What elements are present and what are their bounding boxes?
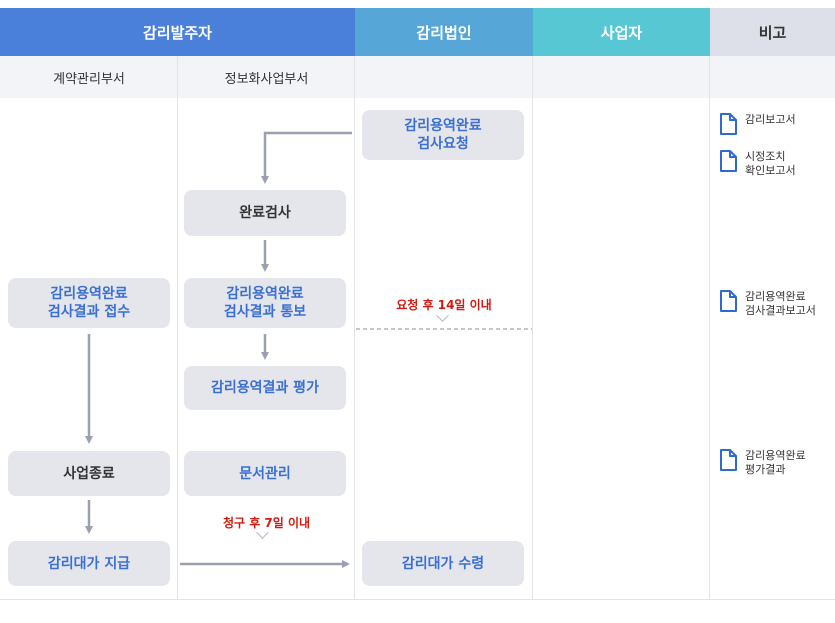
header-remarks: 비고	[710, 8, 835, 56]
document-icon	[720, 290, 737, 312]
remark-label: 감리용역완료 검사결과보고서	[745, 290, 816, 317]
box-fee-payment: 감리대가 지급	[8, 541, 170, 586]
box-result-evaluate: 감리용역결과 평가	[184, 366, 346, 410]
document-icon	[720, 150, 737, 172]
box-inspection-request: 감리용역완료 검사요청	[362, 110, 524, 160]
note-within-7-days: 청구 후 7일 이내	[222, 516, 311, 530]
subheader-remarks-blank	[710, 56, 835, 98]
document-icon	[720, 449, 737, 471]
box-completion-inspection: 완료검사	[184, 190, 346, 236]
box-project-close: 사업종료	[8, 451, 170, 496]
remark-label: 감리용역완료 평가결과	[745, 449, 806, 476]
header-firm: 감리법인	[355, 8, 533, 56]
header-operator: 사업자	[533, 8, 710, 56]
column-divider	[532, 56, 533, 599]
header-orderer: 감리발주자	[0, 8, 355, 56]
note-within-14-days: 요청 후 14일 이내	[396, 298, 492, 312]
remark-audit-report: 감리보고서	[719, 113, 796, 135]
remark-corrective-report: 시정조치 확인보고서	[719, 150, 796, 178]
subheader-operator-blank	[533, 56, 710, 98]
box-result-notify: 감리용역완료 검사결과 통보	[184, 278, 346, 328]
remark-label: 시정조치 확인보고서	[745, 150, 796, 177]
box-result-receive: 감리용역완료 검사결과 접수	[8, 278, 170, 328]
column-divider	[709, 56, 710, 599]
remark-evaluation-result: 감리용역완료 평가결과	[719, 449, 806, 477]
subheader-info-dept: 정보화사업부서	[178, 56, 355, 98]
subheader-contract-dept: 계약관리부서	[0, 56, 178, 98]
column-divider	[177, 56, 178, 599]
remark-inspection-result-report: 감리용역완료 검사결과보고서	[719, 290, 816, 318]
arrow-request-to-inspection	[261, 131, 352, 184]
box-fee-receipt: 감리대가 수령	[362, 541, 524, 586]
column-divider	[354, 56, 355, 599]
table-bottom-border	[0, 599, 835, 600]
box-document-management: 문서관리	[184, 451, 346, 496]
document-icon	[720, 113, 737, 135]
remark-label: 감리보고서	[745, 113, 796, 126]
subheader-firm-blank	[355, 56, 533, 98]
